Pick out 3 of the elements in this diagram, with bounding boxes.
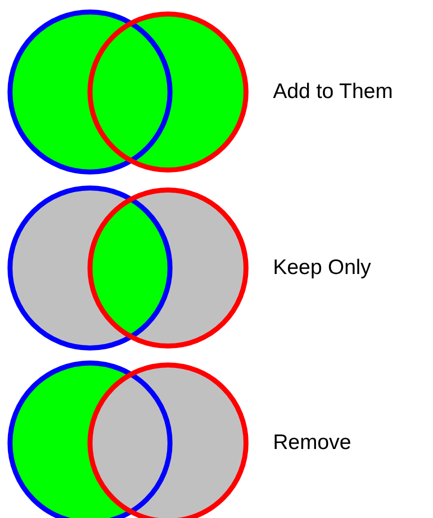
operation-label: Keep Only	[273, 256, 372, 280]
operation-label: Add to Them	[273, 80, 393, 104]
operation-label: Remove	[273, 431, 352, 455]
